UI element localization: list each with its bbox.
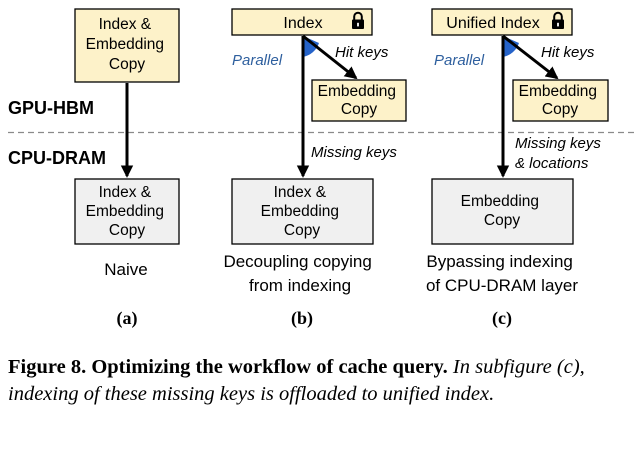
panel-a-gpu-box-text: Index & Embedding Copy [86,16,169,73]
panel-b-gpu-box-text: Embedding Copy [318,83,401,118]
panel-b-hit-arrow [302,34,358,80]
panel-c-index-label: Unified Index [446,15,539,32]
panel-c-parallel-label: Parallel [434,52,485,69]
panel-b-index-box [231,8,373,36]
panel-c-gpu-box [512,79,609,122]
panel-a-gpu-box [74,8,180,83]
panel-c-missing-label: Missing keys & locations [515,135,605,172]
panel-a-description: Naive [104,260,147,279]
figure-caption: Figure 8. Optimizing the workflow of cac… [8,354,636,408]
caption-body: In subfigure (c), indexing of these miss… [8,356,585,405]
panel-a-cpu-box-text: Index & Embedding Copy [86,184,169,239]
panel-a-label: (a) [117,308,138,329]
panel-b-missing-label: Missing keys [311,144,397,161]
panel-b: Index Parallel Hit keys Embedding Copy M… [223,8,407,329]
panel-a-cpu-box [74,178,180,245]
panel-c-hit-arrow [502,34,559,80]
panel-c: Unified Index Parallel Hit keys Embeddin… [426,8,609,329]
panel-b-gpu-box [311,79,407,122]
panel-c-label: (c) [492,308,512,329]
cpu-layer-label: CPU-DRAM [8,148,106,168]
panel-c-cpu-box [431,178,574,245]
panel-b-description: Decoupling copying from indexing [223,252,376,295]
panel-b-label: (b) [291,308,313,329]
panel-b-cpu-box [231,178,374,245]
panel-a: Index & Embedding Copy Index & Embedding… [74,8,180,329]
caption-title: Figure 8. Optimizing the workflow of cac… [8,356,448,378]
gpu-layer-label: GPU-HBM [8,98,94,118]
panel-c-cpu-box-text: Embedding Copy [461,193,544,229]
panel-c-parallel-wedge [503,36,519,57]
panel-b-cpu-box-text: Index & Embedding Copy [261,184,344,239]
panel-b-hit-keys-label: Hit keys [335,44,389,61]
panel-b-parallel-label: Parallel [232,52,283,69]
panel-c-description: Bypassing indexing of CPU-DRAM layer [426,252,578,295]
panel-c-gpu-box-text: Embedding Copy [519,83,602,118]
panel-b-parallel-wedge [303,36,319,57]
workflow-diagram: GPU-HBM CPU-DRAM Index & Embedding Copy … [8,8,636,329]
panel-c-index-box [431,8,573,36]
panel-c-hit-keys-label: Hit keys [541,44,595,61]
panel-b-index-label: Index [283,15,322,32]
